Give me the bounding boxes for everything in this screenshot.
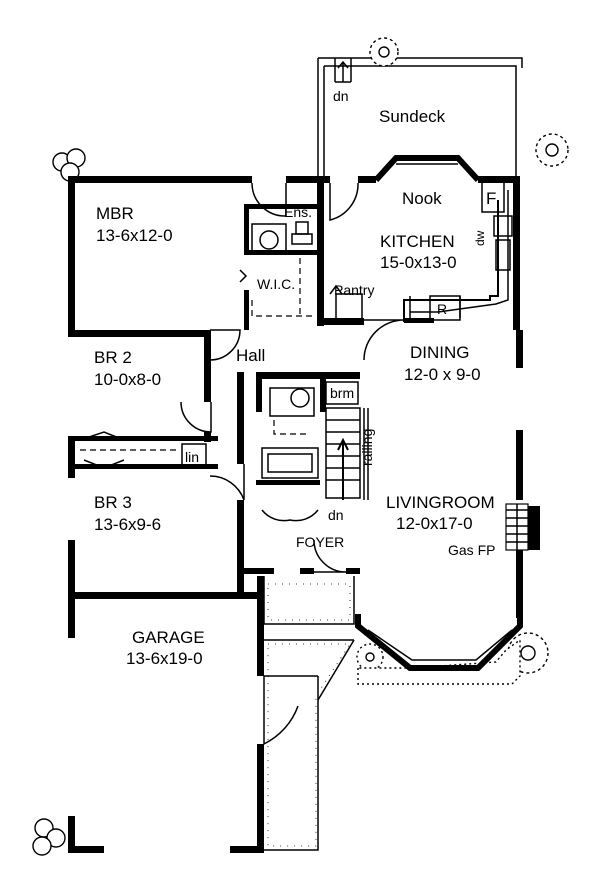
livingroom-size: 12-0x17-0: [396, 514, 473, 533]
livingroom-bay-wall: [355, 614, 523, 671]
bathroom-fixtures: [261, 381, 359, 479]
front-walk: [263, 576, 355, 851]
mbr-label: MBR: [96, 204, 134, 223]
mbr-size: 13-6x12-0: [96, 226, 173, 245]
dining-label: DINING: [410, 343, 470, 362]
garage-label: GARAGE: [132, 628, 205, 647]
br3-label: BR 3: [94, 493, 132, 512]
range-label: R: [437, 301, 447, 317]
foyer-label: FOYER: [296, 534, 344, 550]
railing-label: railing: [359, 429, 375, 466]
shrub-icon: [52, 148, 86, 182]
wic-label: W.I.C.: [257, 276, 295, 292]
linen-label: lin: [185, 449, 199, 465]
br3-size: 13-6x9-6: [94, 515, 161, 534]
garage-size: 13-6x19-0: [126, 649, 203, 668]
fireplace-label: Gas FP: [448, 542, 495, 558]
livingroom-label: LIVINGROOM: [386, 493, 495, 512]
shrub-icon: [535, 133, 569, 167]
fireplace: [505, 503, 540, 551]
sundeck: [317, 57, 523, 176]
stair-down-label: dn: [328, 507, 344, 523]
bathroom-label: brm: [330, 385, 354, 401]
shrub-icon: [356, 643, 384, 671]
closets: [79, 431, 207, 469]
nook-bay-wall: [373, 155, 481, 183]
kitchen-size: 15-0x13-0: [380, 253, 457, 272]
sundeck-label: Sundeck: [379, 107, 446, 126]
kitchen-label: KITCHEN: [380, 232, 455, 251]
shrub-icon: [369, 37, 399, 67]
exterior-walls: [68, 176, 523, 853]
pantry: [329, 284, 363, 321]
deck-stair-label: dn: [333, 88, 349, 104]
staircase: [325, 407, 369, 500]
wic-closet: [239, 258, 316, 317]
br2-label: BR 2: [94, 348, 132, 367]
br2-size: 10-0x8-0: [94, 370, 161, 389]
dishwasher-label: dw: [473, 230, 487, 246]
interior-walls: [68, 176, 434, 599]
pantry-label: Pantry: [334, 282, 374, 298]
doors: [180, 182, 405, 746]
kitchen-counters: [403, 181, 513, 322]
ensuite-fixtures: [251, 221, 313, 255]
hall-label: Hall: [236, 346, 265, 365]
shrub-icon: [32, 818, 66, 856]
dining-size: 12-0 x 9-0: [404, 365, 481, 384]
nook-label: Nook: [402, 189, 442, 208]
ensuite-label: Ens.: [284, 204, 312, 220]
fridge-label: F: [486, 189, 496, 208]
